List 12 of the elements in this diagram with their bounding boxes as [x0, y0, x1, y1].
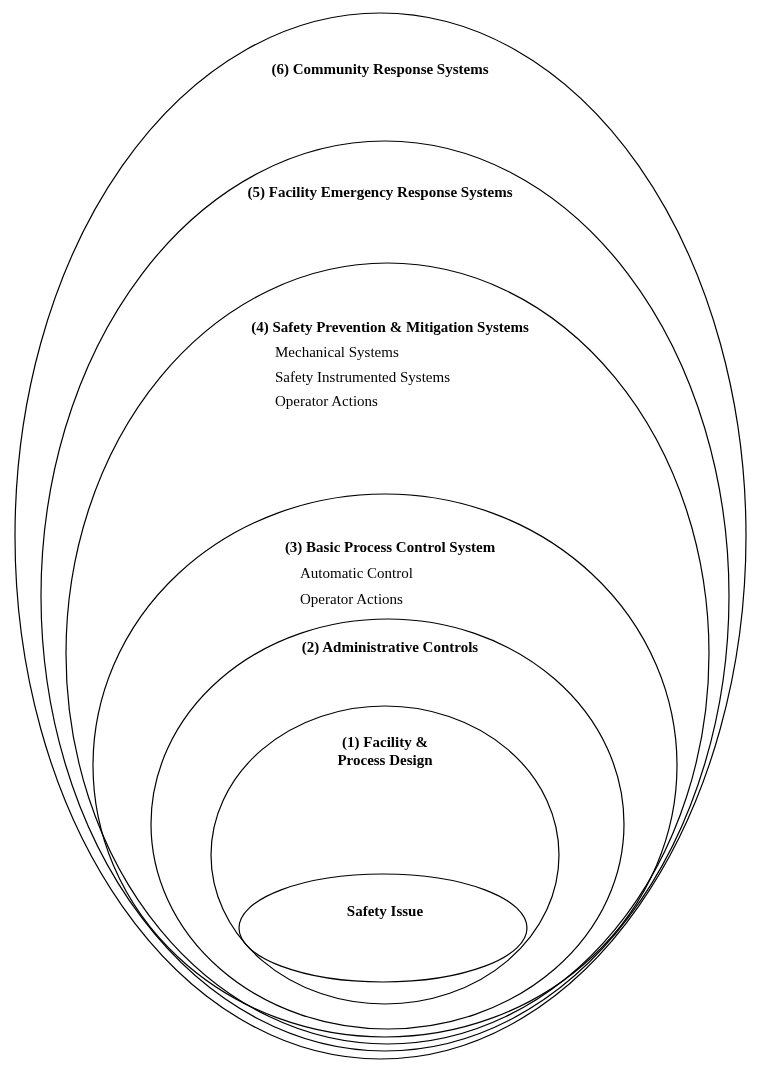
- layer-title: (3) Basic Process Control System: [283, 538, 497, 556]
- layer-item: Safety Instrumented Systems: [275, 368, 450, 386]
- layer-title: (6) Community Response Systems: [270, 60, 490, 78]
- layer-item: Mechanical Systems: [275, 343, 399, 361]
- layer-title: (2) Administrative Controls: [300, 638, 480, 656]
- layer-title: Safety Issue: [345, 902, 425, 920]
- layer-item: Operator Actions: [300, 590, 403, 608]
- layer-title: (5) Facility Emergency Response Systems: [246, 183, 514, 201]
- layer-title: (1) Facility & Process Design: [336, 733, 434, 769]
- layer-item: Automatic Control: [300, 564, 413, 582]
- layer-item: Operator Actions: [275, 392, 378, 410]
- layer-title: (4) Safety Prevention & Mitigation Systems: [250, 318, 530, 336]
